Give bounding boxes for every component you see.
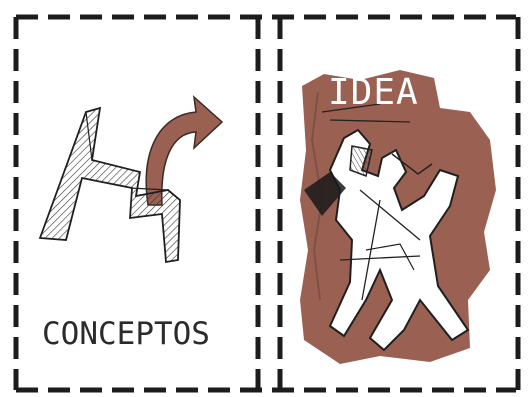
label-idea: IDEA: [328, 72, 419, 113]
curved-arrow-icon: [146, 97, 222, 205]
idea-sketch-icon: [300, 70, 496, 364]
panel-divider: [258, 17, 280, 390]
concept-sketch-icon: [40, 97, 222, 262]
label-conceptos: CONCEPTOS: [42, 316, 210, 352]
